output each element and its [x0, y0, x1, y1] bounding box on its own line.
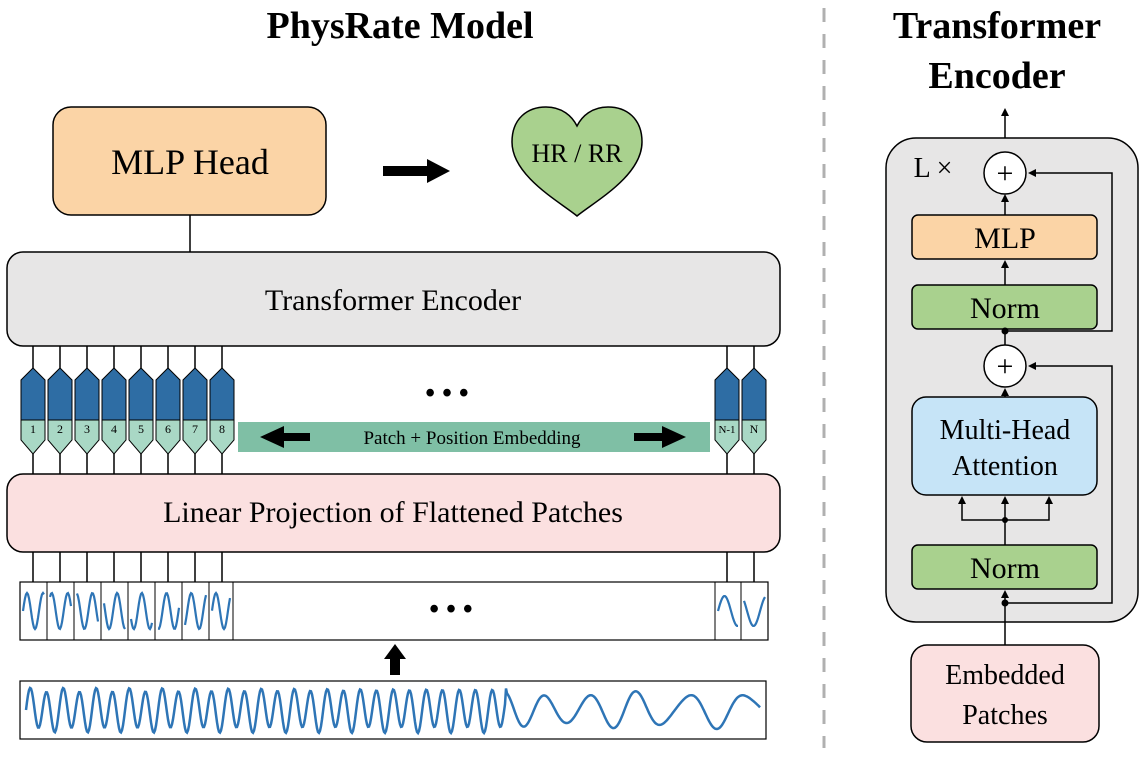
transformer-encoder-bar [6, 251, 781, 347]
transformer-encoder-label: Transformer Encoder [265, 284, 521, 317]
patch-wave [21, 591, 45, 631]
embedding-token: 2 [47, 346, 73, 582]
token-label: N-1 [718, 424, 735, 436]
token-label: 2 [57, 422, 63, 436]
token-label: 3 [84, 422, 90, 436]
left-title: PhysRate Model [266, 5, 533, 47]
patch-wave [210, 591, 232, 631]
embedding-bar [238, 422, 710, 452]
encoder-mlp-box [911, 214, 1098, 260]
embedding-token: 1 [20, 346, 46, 582]
linear-projection-bar [6, 473, 781, 553]
embedding-tokens: 1 2 3 4 5 6 7 8 N-1 N [20, 346, 767, 582]
patch-wave [716, 595, 738, 627]
heart-label: HR / RR [531, 139, 623, 168]
signal-patches [19, 581, 769, 641]
embedded-patches-line1: Embedded [945, 660, 1065, 691]
token-label: 1 [30, 422, 36, 436]
add-node-lower-symbol: + [997, 350, 1014, 383]
encoder-mlp-label: MLP [974, 222, 1036, 255]
embedding-token: 7 [182, 346, 208, 582]
signal-up-arrow [384, 644, 406, 675]
qkv-arrows [958, 496, 1053, 545]
raw-signal-wave [24, 686, 761, 736]
add-node-lower [983, 344, 1027, 388]
token-label: 7 [192, 422, 198, 436]
embedding-label: Patch + Position Embedding [363, 428, 581, 449]
embedded-patches-line2: Patches [962, 700, 1048, 731]
embedding-token: N [741, 346, 767, 582]
embedding-token: 8 [209, 346, 235, 582]
mlp-head-label: MLP Head [111, 142, 269, 182]
embedding-left-arrow [260, 426, 310, 448]
patch-wave [157, 592, 181, 630]
linear-projection-label: Linear Projection of Flattened Patches [163, 496, 623, 529]
patch-wave [129, 591, 154, 631]
patch-wave [75, 591, 100, 631]
patch-wave [102, 591, 126, 631]
right-title-line1: Transformer [893, 5, 1101, 47]
patch-wave [183, 591, 208, 631]
token-label: 6 [165, 422, 171, 436]
norm-label-lower: Norm [970, 552, 1040, 585]
token-label: 4 [111, 422, 117, 436]
patch-wave [48, 591, 73, 631]
embedding-token: N-1 [714, 346, 740, 582]
token-label: 5 [138, 422, 144, 436]
right-title-line2: Encoder [928, 55, 1065, 97]
heart-output [511, 106, 643, 217]
embedding-token: 5 [128, 346, 154, 582]
output-arrow [383, 159, 450, 183]
attention-box [911, 396, 1098, 496]
embedding-token: 3 [74, 346, 100, 582]
norm-box-lower [911, 544, 1098, 590]
embedding-right-arrow [634, 426, 686, 448]
embedding-token: 4 [101, 346, 127, 582]
patch-ellipsis: • • • [429, 594, 472, 625]
attention-label-line1: Multi-Head [940, 415, 1071, 446]
norm-label-upper: Norm [970, 292, 1040, 325]
embedded-patches-box [910, 644, 1100, 743]
token-label: 8 [219, 422, 225, 436]
token-ellipsis: • • • [425, 378, 468, 409]
repeat-label: L × [914, 153, 953, 184]
add-node-upper-symbol: + [997, 157, 1014, 190]
embedding-token: 6 [155, 346, 181, 582]
attention-label-line2: Attention [952, 451, 1058, 482]
patch-wave [742, 596, 766, 627]
token-label: N [750, 422, 759, 436]
